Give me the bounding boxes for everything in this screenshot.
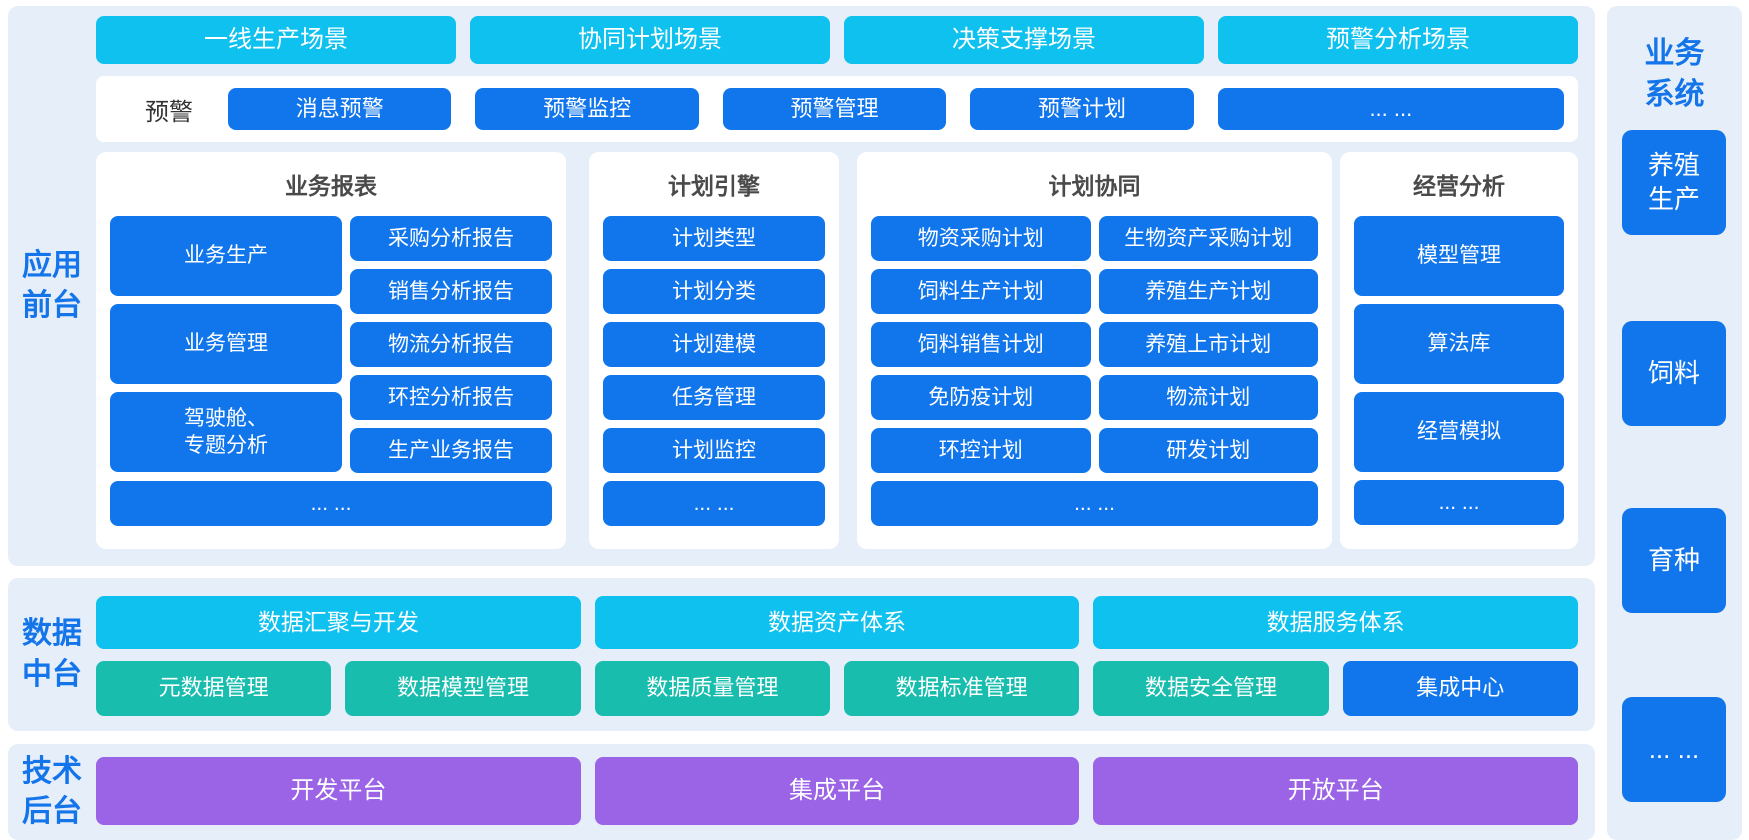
collab-right-column: 生物资产采购计划 养殖生产计划 养殖上市计划 物流计划 研发计划 (1098, 216, 1318, 473)
collab-left-column: 物资采购计划 饲料生产计划 饲料销售计划 免防疫计划 环控计划 (871, 216, 1091, 473)
module-button[interactable]: 计划监控 (603, 428, 825, 473)
module-button[interactable]: 环控计划 (871, 428, 1091, 473)
integration-center-button[interactable]: 集成中心 (1342, 661, 1578, 716)
alert-button-row: 消息预警 预警监控 预警管理 预警计划 ... ... (228, 88, 1564, 130)
module-button[interactable]: 经营模拟 (1354, 392, 1564, 472)
module-panels: 业务报表 业务生产 业务管理 驾驶舱、 专题分析 采购分析报告 销售分析报告 物… (96, 152, 1578, 549)
panel-business-report: 业务报表 业务生产 业务管理 驾驶舱、 专题分析 采购分析报告 销售分析报告 物… (96, 152, 566, 549)
alert-button[interactable]: 预警管理 (722, 88, 947, 130)
panel-plan-engine: 计划引擎 计划类型 计划分类 计划建模 任务管理 计划监控 ... ... (589, 152, 839, 549)
data-management-button[interactable]: 元数据管理 (96, 661, 332, 716)
tech-backend-content: 开发平台 集成平台 开放平台 (96, 744, 1579, 840)
more-button[interactable]: ... ... (603, 481, 825, 526)
panel-title: 计划引擎 (668, 173, 760, 199)
module-button[interactable]: 业务生产 (110, 216, 342, 296)
module-button[interactable]: 算法库 (1354, 304, 1564, 384)
more-system-button[interactable]: ... ... (1622, 697, 1726, 802)
alert-panel: 预警 消息预警 预警监控 预警管理 预警计划 ... ... (96, 76, 1578, 142)
alert-button[interactable]: 预警计划 (970, 88, 1194, 130)
section-tech-backend: 技术 后台 开发平台 集成平台 开放平台 (8, 744, 1595, 840)
panel-title: 经营分析 (1413, 173, 1505, 199)
data-system-button[interactable]: 数据资产体系 (594, 596, 1080, 649)
module-button[interactable]: 物资采购计划 (871, 216, 1091, 261)
data-management-row: 元数据管理 数据模型管理 数据质量管理 数据标准管理 数据安全管理 集成中心 (96, 661, 1578, 716)
business-system-button[interactable]: 养殖 生产 (1622, 130, 1726, 235)
data-system-row: 数据汇聚与开发 数据资产体系 数据服务体系 (96, 596, 1579, 649)
business-system-button[interactable]: 饲料 (1622, 321, 1726, 426)
module-button[interactable]: 研发计划 (1098, 428, 1318, 473)
module-button[interactable]: 模型管理 (1354, 216, 1564, 296)
module-button[interactable]: 驾驶舱、 专题分析 (110, 392, 342, 472)
module-button[interactable]: 物流计划 (1098, 375, 1318, 420)
report-right-column: 采购分析报告 销售分析报告 物流分析报告 环控分析报告 生产业务报告 (350, 216, 552, 473)
platform-button[interactable]: 开发平台 (96, 757, 581, 825)
data-management-button[interactable]: 数据质量管理 (594, 661, 830, 716)
module-button[interactable]: 养殖上市计划 (1098, 322, 1318, 367)
data-middle-content: 数据汇聚与开发 数据资产体系 数据服务体系 元数据管理 数据模型管理 数据质量管… (96, 578, 1579, 731)
app-front-content: 一线生产场景 协同计划场景 决策支撑场景 预警分析场景 预警 消息预警 预警监控… (96, 6, 1578, 566)
module-button[interactable]: 生物资产采购计划 (1098, 216, 1318, 261)
module-button[interactable]: 饲料销售计划 (871, 322, 1091, 367)
section-label-data-middle: 数据 中台 (22, 617, 82, 691)
scene-button[interactable]: 决策支撑场景 (844, 16, 1204, 64)
alert-panel-label: 预警 (145, 98, 193, 126)
business-system-button[interactable]: 育种 (1622, 508, 1726, 613)
alert-button[interactable]: 消息预警 (228, 88, 452, 130)
more-button[interactable]: ... ... (871, 481, 1318, 526)
module-button[interactable]: 养殖生产计划 (1098, 269, 1318, 314)
panel-title: 业务报表 (285, 173, 377, 199)
module-button[interactable]: 物流分析报告 (350, 322, 552, 367)
scene-button[interactable]: 协同计划场景 (470, 16, 830, 64)
data-management-button[interactable]: 数据标准管理 (843, 661, 1080, 716)
alert-more-button[interactable]: ... ... (1217, 88, 1564, 130)
module-button[interactable]: 生产业务报告 (350, 428, 552, 473)
report-left-column: 业务生产 业务管理 驾驶舱、 专题分析 (110, 216, 342, 473)
module-button[interactable]: 计划类型 (603, 216, 825, 261)
panel-plan-collaboration: 计划协同 物资采购计划 饲料生产计划 饲料销售计划 免防疫计划 环控计划 生物资… (857, 152, 1332, 549)
module-button[interactable]: 环控分析报告 (350, 375, 552, 420)
platform-button[interactable]: 开放平台 (1093, 757, 1579, 825)
module-button[interactable]: 免防疫计划 (871, 375, 1091, 420)
section-label-tech-backend: 技术 后台 (22, 754, 82, 829)
panel-operation-analysis: 经营分析 模型管理 算法库 经营模拟 ... ... (1340, 152, 1578, 549)
data-system-button[interactable]: 数据服务体系 (1093, 596, 1579, 649)
module-button[interactable]: 销售分析报告 (350, 269, 552, 314)
platform-button[interactable]: 集成平台 (594, 757, 1080, 825)
scene-button-row: 一线生产场景 协同计划场景 决策支撑场景 预警分析场景 (96, 16, 1578, 64)
section-data-middle: 数据 中台 数据汇聚与开发 数据资产体系 数据服务体系 元数据管理 数据模型管理… (8, 578, 1595, 731)
scene-button[interactable]: 一线生产场景 (96, 16, 456, 64)
alert-button[interactable]: 预警监控 (475, 88, 699, 130)
section-label-app-front: 应用 前台 (22, 248, 82, 323)
module-button[interactable]: 采购分析报告 (350, 216, 552, 261)
panel-columns: 物资采购计划 饲料生产计划 饲料销售计划 免防疫计划 环控计划 生物资产采购计划… (871, 216, 1318, 473)
module-button[interactable]: 业务管理 (110, 304, 342, 384)
section-app-front: 应用 前台 一线生产场景 协同计划场景 决策支撑场景 预警分析场景 预警 消息预… (8, 6, 1595, 566)
data-system-button[interactable]: 数据汇聚与开发 (96, 596, 581, 649)
module-button[interactable]: 饲料生产计划 (871, 269, 1091, 314)
sidebar-title: 业务 系统 (1644, 37, 1705, 111)
module-button[interactable]: 计划建模 (603, 322, 825, 367)
platform-row: 开发平台 集成平台 开放平台 (96, 757, 1579, 825)
module-button[interactable]: 任务管理 (603, 375, 825, 420)
more-button[interactable]: ... ... (1354, 480, 1564, 525)
panel-columns: 业务生产 业务管理 驾驶舱、 专题分析 采购分析报告 销售分析报告 物流分析报告… (110, 216, 552, 473)
sidebar-business-systems: 业务 系统 养殖 生产 饲料 育种 ... ... (1607, 6, 1742, 840)
engine-button-list: 计划类型 计划分类 计划建模 任务管理 计划监控 ... ... (603, 216, 825, 526)
scene-button[interactable]: 预警分析场景 (1218, 16, 1578, 64)
more-button[interactable]: ... ... (110, 481, 552, 526)
data-management-button[interactable]: 数据模型管理 (345, 661, 581, 716)
analysis-button-list: 模型管理 算法库 经营模拟 ... ... (1354, 216, 1564, 525)
data-management-button[interactable]: 数据安全管理 (1093, 661, 1329, 716)
module-button[interactable]: 计划分类 (603, 269, 825, 314)
panel-title: 计划协同 (1048, 173, 1141, 199)
